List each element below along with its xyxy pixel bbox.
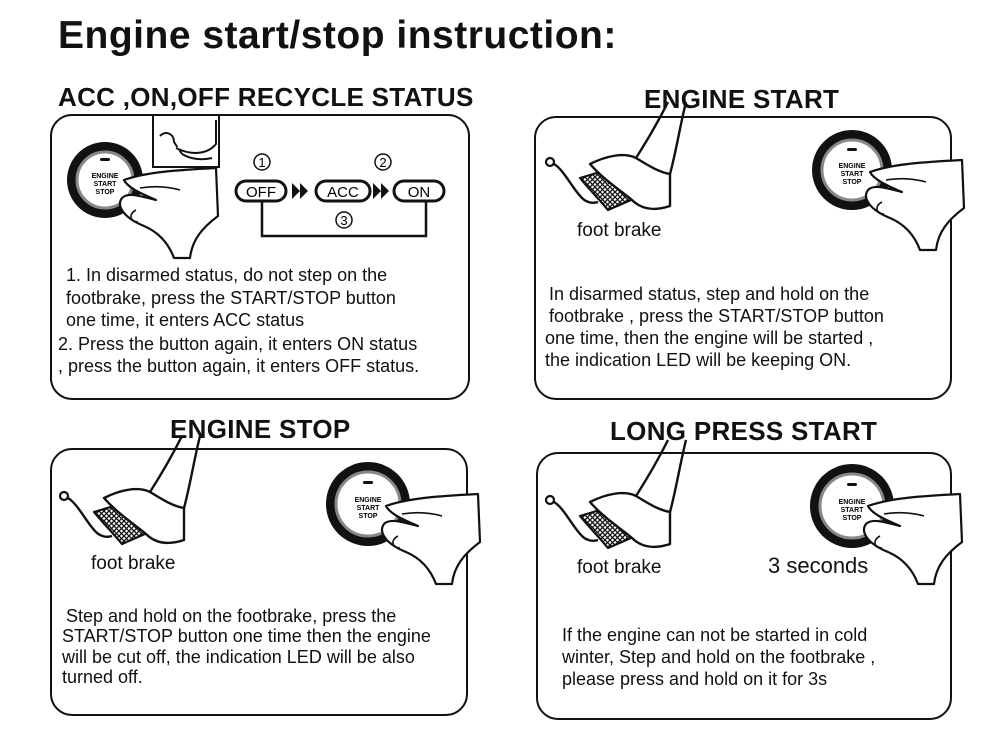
long-text-line-1: If the engine can not be started in cold	[562, 625, 868, 645]
stop-text-line-4: turned off.	[62, 667, 143, 687]
foot-brake-label: foot brake	[577, 220, 662, 241]
button-text-engine: ENGINE	[839, 163, 866, 170]
step-2-marker: 2	[379, 155, 386, 170]
acc-text-line-3: one time, it enters ACC status	[66, 310, 305, 330]
state-on: ON	[408, 184, 431, 201]
acc-text-line-4: 2. Press the button again, it enters ON …	[58, 334, 418, 354]
long-press-heading: LONG PRESS START	[610, 416, 878, 446]
start-text-line-4: the indication LED will be keeping ON.	[545, 350, 852, 370]
start-text-line-1: In disarmed status, step and hold on the	[549, 284, 870, 304]
button-text-engine: ENGINE	[355, 497, 382, 504]
state-cycle-diagram: 1 2 3 OFF ACC ON	[234, 153, 446, 238]
foot-brake-illustration	[58, 434, 202, 546]
stop-text-line-3: will be cut off, the indication LED will…	[62, 647, 415, 667]
acc-text-line-1: 1. In disarmed status, do not step on th…	[66, 265, 388, 285]
arrow-right-icon	[373, 183, 389, 199]
foot-brake-label: foot brake	[91, 553, 176, 574]
button-text-stop: STOP	[843, 515, 862, 522]
acc-text-line-5: , press the button again, it enters OFF …	[58, 356, 420, 376]
engine-start-heading: ENGINE START	[644, 84, 840, 114]
stop-text-line-2: START/STOP button one time then the engi…	[62, 626, 431, 646]
button-text-start: START	[841, 171, 865, 178]
foot-brake-illustration	[544, 100, 688, 212]
state-off: OFF	[246, 184, 276, 201]
return-loop-line	[260, 201, 428, 238]
button-text-start: START	[357, 505, 381, 512]
acc-text-line-2: footbrake, press the START/STOP button	[66, 288, 396, 308]
three-seconds-label: 3 seconds	[768, 553, 869, 578]
button-text-start: START	[841, 507, 865, 514]
state-acc: ACC	[327, 184, 359, 201]
button-text-stop: STOP	[843, 179, 862, 186]
long-text-line-2: winter, Step and hold on the footbrake ,	[562, 647, 876, 667]
start-stop-button-illustration: ENGINE START STOP	[67, 142, 220, 260]
finger-icon	[118, 166, 220, 260]
start-stop-button-illustration: ENGINE START STOP	[812, 130, 966, 252]
start-stop-button-illustration: ENGINE START STOP	[810, 464, 964, 586]
finger-icon	[862, 492, 964, 586]
acc-recycle-heading: ACC ,ON,OFF RECYCLE STATUS	[58, 82, 474, 112]
button-text-engine: ENGINE	[92, 173, 119, 180]
step-3-marker: 3	[340, 213, 347, 228]
arrow-right-icon	[292, 183, 308, 199]
foot-brake-illustration	[544, 438, 688, 550]
stop-text-line-1: Step and hold on the footbrake, press th…	[66, 606, 397, 626]
foot-brake-label: foot brake	[577, 557, 662, 578]
button-text-stop: STOP	[359, 513, 378, 520]
start-text-line-3: one time, then the engine will be starte…	[545, 328, 874, 348]
long-text-line-3: please press and hold on it for 3s	[562, 669, 828, 689]
foot-off-pedal-icon	[152, 114, 220, 168]
page-title: Engine start/stop instruction:	[58, 14, 617, 57]
engine-stop-heading: ENGINE STOP	[170, 414, 351, 444]
button-text-stop: STOP	[96, 189, 115, 196]
start-text-line-2: footbrake , press the START/STOP button	[549, 306, 884, 326]
button-text-engine: ENGINE	[839, 499, 866, 506]
step-1-marker: 1	[258, 155, 265, 170]
button-text-start: START	[94, 181, 118, 188]
start-stop-button-illustration: ENGINE START STOP	[326, 462, 482, 586]
